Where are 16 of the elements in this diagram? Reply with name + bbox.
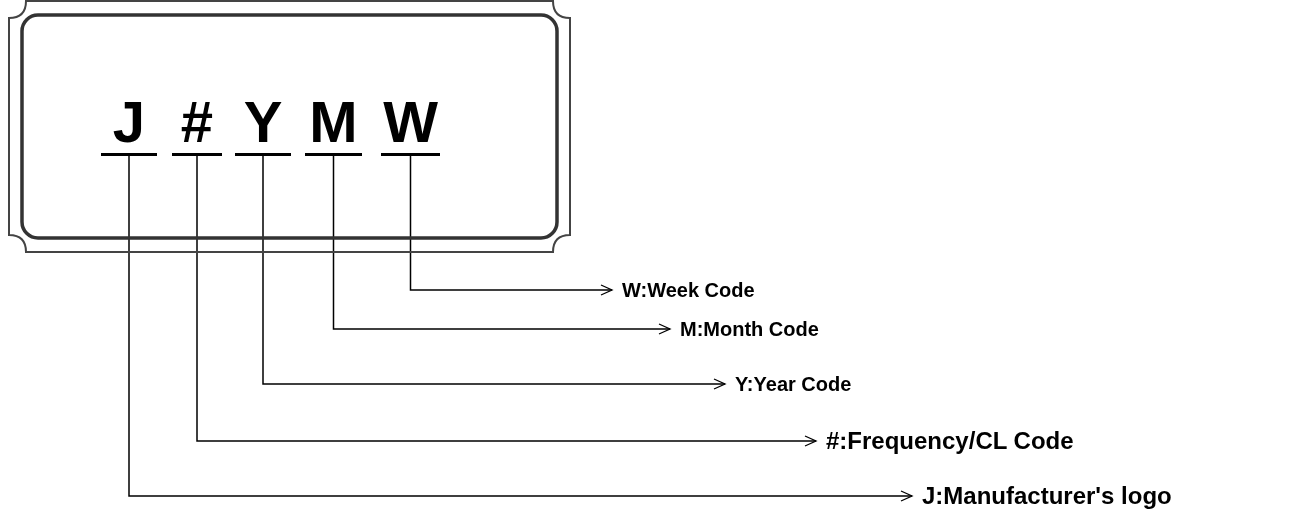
leader-arrow	[262, 155, 726, 390]
package-outline	[8, 0, 571, 253]
leader-arrow	[332, 155, 671, 335]
code-label: Y:Year Code	[735, 371, 852, 397]
marking-character: M	[305, 92, 362, 156]
leader-arrow	[128, 155, 913, 502]
marking-character: W	[381, 92, 440, 156]
code-label: #:Frequency/CL Code	[826, 426, 1074, 456]
code-label: M:Month Code	[680, 316, 819, 342]
marking-character: Y	[235, 92, 291, 156]
code-label: W:Week Code	[622, 277, 755, 303]
marking-character: #	[172, 92, 222, 156]
leader-arrow	[409, 155, 613, 296]
marking-character: J	[101, 92, 157, 156]
leader-arrow	[196, 155, 817, 447]
code-label: J:Manufacturer's logo	[922, 481, 1172, 511]
